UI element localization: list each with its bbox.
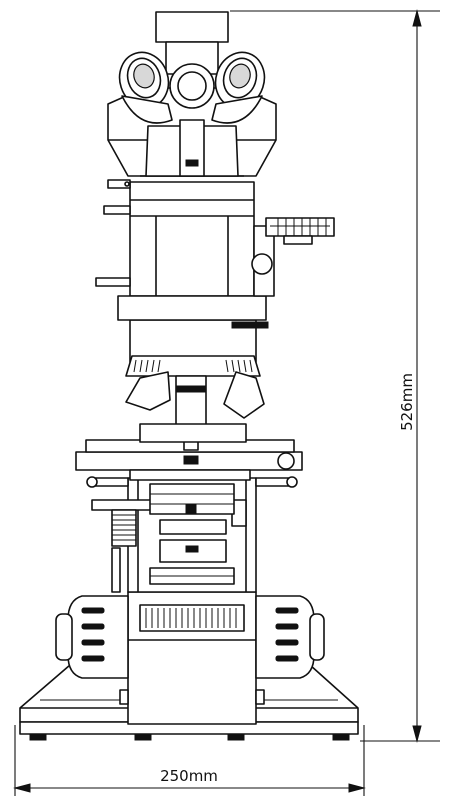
nosepiece xyxy=(125,319,269,451)
height-arrow-top xyxy=(412,9,422,27)
width-arrow-right xyxy=(348,783,366,793)
stage-knob-right xyxy=(277,452,295,470)
height-dimension: 526mm xyxy=(230,9,440,743)
width-arrow-left xyxy=(13,783,31,793)
width-label: 250mm xyxy=(160,767,218,785)
foot-1 xyxy=(29,733,47,741)
microscope-body xyxy=(95,179,335,321)
focus-knob-assembly xyxy=(55,591,325,725)
objective-right xyxy=(223,371,265,419)
foot-4 xyxy=(332,733,350,741)
filter-wheel xyxy=(265,217,335,237)
height-arrow-bottom xyxy=(412,725,422,743)
camera-port xyxy=(155,11,229,43)
width-dimension: 250mm xyxy=(13,725,366,796)
foot-3 xyxy=(227,733,245,741)
foot-2 xyxy=(134,733,152,741)
height-label: 526mm xyxy=(398,373,416,431)
objective-left xyxy=(125,371,171,411)
trinocular-head xyxy=(107,11,277,177)
coarse-gear xyxy=(139,604,245,632)
